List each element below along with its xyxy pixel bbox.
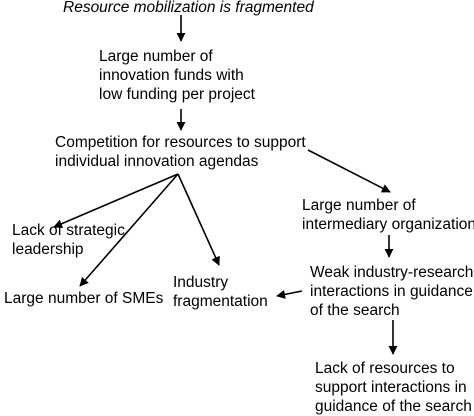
node-lack-of-resources: Lack of resources to support interaction… — [315, 360, 472, 415]
node-weak-interactions: Weak industry-research interactions in g… — [310, 264, 474, 319]
arrow-competition-to-smes — [79, 173, 179, 287]
arrow-weak-interactions-to-industry-fragmentation — [276, 289, 303, 299]
arrow-competition-to-intermediary — [307, 149, 391, 193]
arrow-competition-to-industry-fragmentation — [177, 173, 220, 266]
node-resource-mobilization: Resource mobilization is fragmented — [63, 0, 314, 16]
node-strategic-leadership: Lack of strategic leadership — [12, 222, 125, 258]
node-smes: Large number of SMEs — [4, 290, 164, 307]
node-industry-fragmentation: Industry fragmentation — [173, 274, 268, 310]
node-innovation-funds: Large number of innovation funds with lo… — [99, 48, 255, 103]
arrow-competition-to-leadership — [53, 173, 179, 228]
node-competition: Competition for resources to support ind… — [55, 134, 306, 170]
node-intermediary-organizations: Large number of intermediary organizatio… — [302, 197, 474, 233]
